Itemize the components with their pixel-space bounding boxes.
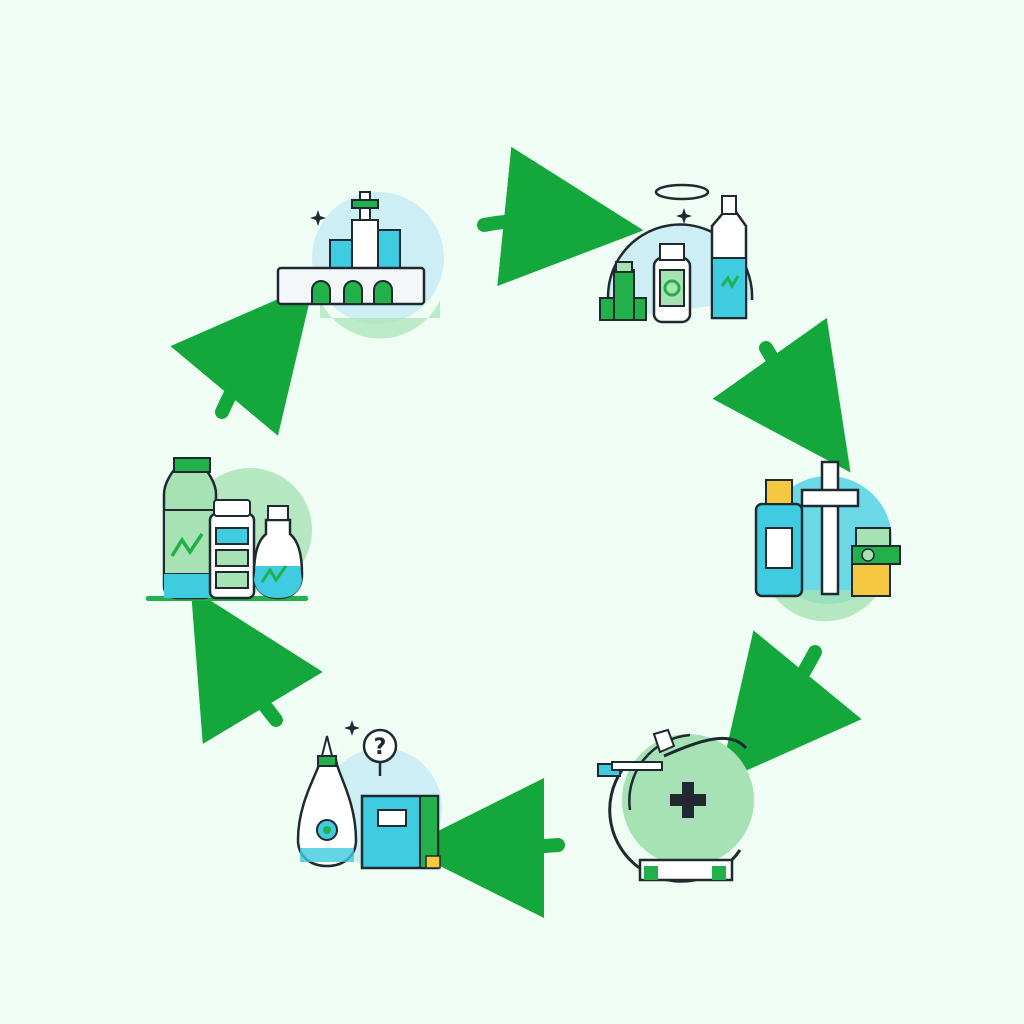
arrow-1-to-2 — [477, 146, 644, 287]
medicine-bottles-icon — [599, 183, 754, 324]
arrow-3-to-4 — [718, 630, 862, 783]
medical-scanner-icon — [597, 728, 754, 883]
pharmacy-cross-icon — [754, 460, 901, 622]
help-question-glyph: ? — [374, 735, 387, 760]
inquiry-dropper-book-icon: ? — [296, 720, 442, 870]
arrow-5-to-6 — [190, 587, 323, 745]
arrow-6-to-1 — [170, 283, 314, 436]
labeled-bottles-icon — [146, 457, 312, 601]
factory-building-icon — [276, 191, 444, 339]
cycle-arrows — [170, 146, 862, 918]
arrow-2-to-3 — [712, 317, 851, 473]
arrow-4-to-5 — [404, 777, 565, 918]
